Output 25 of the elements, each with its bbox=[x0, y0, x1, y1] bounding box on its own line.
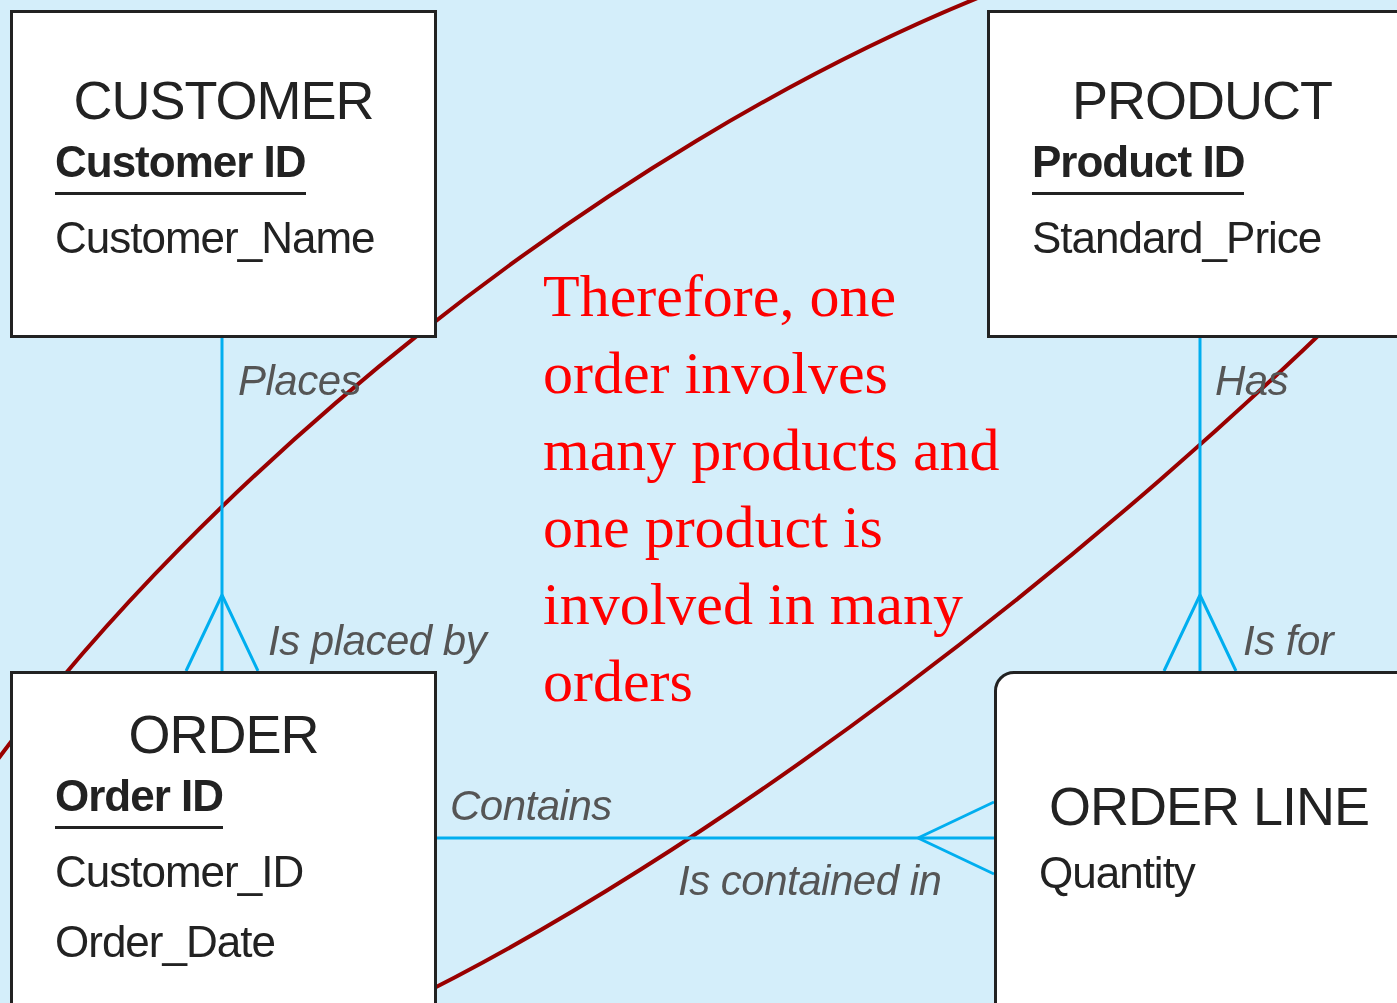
relationship-label: Is for bbox=[1243, 620, 1334, 662]
attribute: Order_Date bbox=[55, 916, 276, 968]
edge-label: Places bbox=[238, 360, 362, 402]
attribute: Customer_Name bbox=[55, 212, 376, 264]
primary-key: Customer ID bbox=[55, 132, 306, 195]
entity-box bbox=[10, 671, 437, 1003]
attribute: Quantity bbox=[1039, 847, 1197, 899]
entity-box bbox=[987, 10, 1397, 338]
entity-box bbox=[10, 10, 437, 338]
entity-name: ORDER bbox=[127, 703, 320, 766]
relationship-line bbox=[1162, 338, 1238, 673]
relationship-line bbox=[437, 800, 996, 876]
attribute: Customer_ID bbox=[55, 846, 305, 898]
relationship-label: Is contained in bbox=[678, 860, 942, 902]
relationship-line bbox=[184, 338, 260, 673]
entity-name: CUSTOMER bbox=[72, 69, 375, 132]
attribute: Standard_Price bbox=[1032, 212, 1323, 264]
annotation-text: Therefore, one order involves many products and one product is involved in many orders bbox=[543, 262, 1001, 716]
entity-name: PRODUCT bbox=[1071, 69, 1333, 132]
relationship-label: Is placed by bbox=[268, 620, 487, 662]
edge-label: Contains bbox=[450, 785, 612, 827]
primary-key: Product ID bbox=[1032, 132, 1245, 195]
primary-key: Order ID bbox=[55, 766, 224, 829]
entity-box bbox=[994, 671, 1397, 1003]
entity-name: ORDER LINE bbox=[1047, 775, 1371, 838]
